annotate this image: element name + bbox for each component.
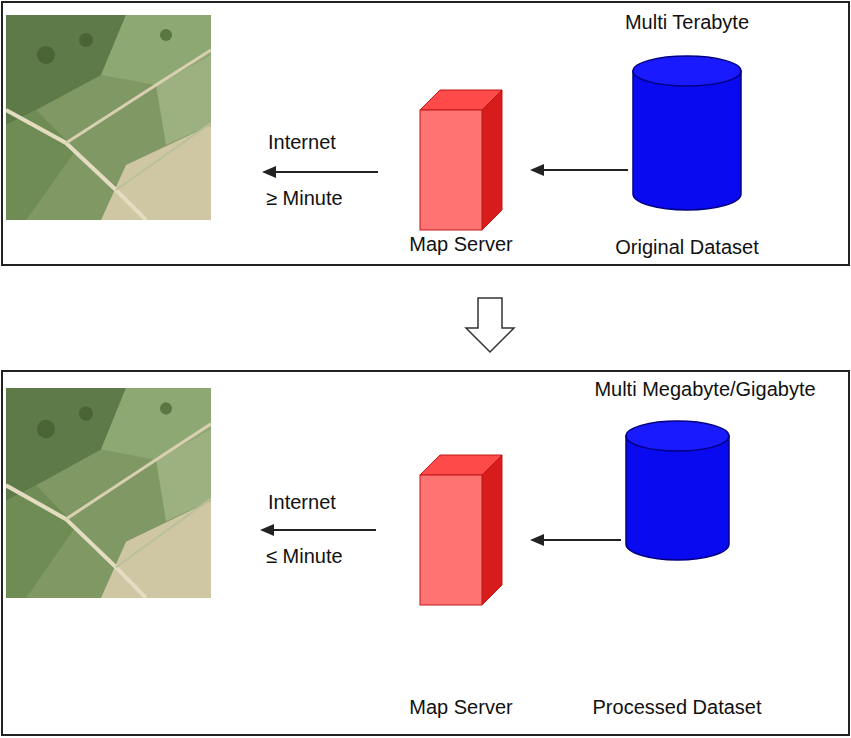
cylinder-shape (632, 55, 742, 210)
node-label: Map Server (409, 695, 512, 719)
satellite-image (6, 15, 211, 220)
latency-label: ≤ Minute (266, 544, 343, 568)
database-cylinder: Multi TerabyteOriginal Dataset (610, 10, 770, 260)
latency-label: ≥ Minute (266, 186, 343, 210)
cylinder-shape (625, 420, 730, 560)
server-shape (420, 455, 502, 605)
database-cylinder: Multi Megabyte/GigabyteProcessed Dataset (605, 375, 765, 725)
transition-arrow (462, 296, 518, 356)
data-flow-arrow (530, 164, 628, 176)
node-label: Multi Terabyte (625, 10, 749, 34)
network-label: Internet (268, 490, 336, 514)
node-label: Multi Megabyte/Gigabyte (594, 377, 815, 401)
network-label: Internet (268, 130, 336, 154)
satellite-image (6, 388, 211, 598)
node-label: Processed Dataset (593, 695, 762, 719)
data-flow-arrow (530, 534, 621, 546)
node-label: Map Server (409, 232, 512, 256)
map-server: Map Server (400, 80, 522, 260)
map-server: Map Server (400, 445, 522, 725)
node-label: Original Dataset (615, 235, 758, 259)
server-shape (420, 90, 502, 230)
